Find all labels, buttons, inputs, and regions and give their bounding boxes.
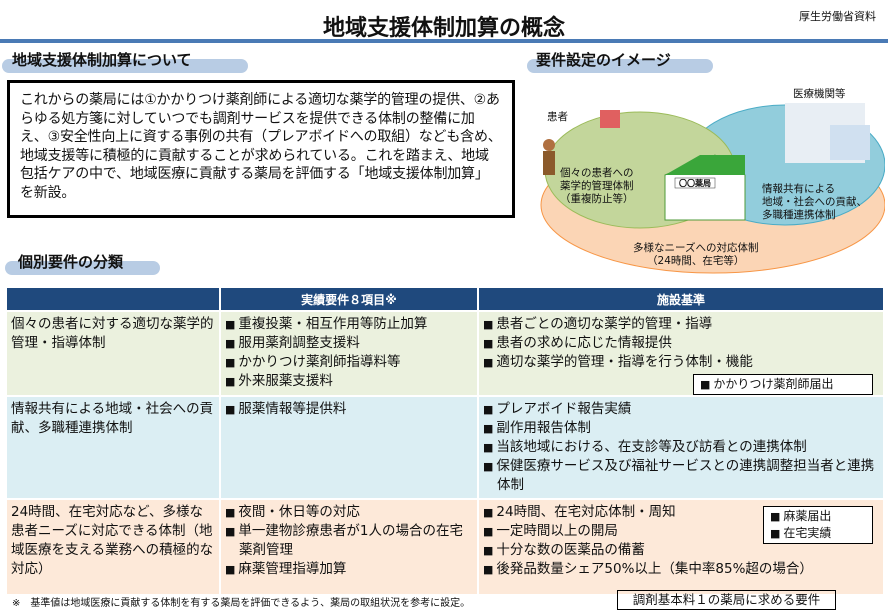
- list-item: 後発品数量シェア50%以上（集中率85%超の場合）: [483, 560, 879, 579]
- pharmacy-sign: 〇〇薬局: [679, 179, 711, 188]
- list-item: 当該地域における、在支診等及び訪看との連携体制: [483, 438, 879, 457]
- list-item: 服用薬剤調整支援料: [225, 334, 473, 353]
- table-row: 個々の患者に対する適切な薬学的管理・指導体制 重複投薬・相互作用等防止加算 服用…: [7, 312, 883, 395]
- list-item: かかりつけ薬剤師届出: [700, 376, 866, 393]
- list-item: プレアボイド報告実績: [483, 400, 879, 419]
- heading-pill: [527, 59, 713, 73]
- category-cell: 情報共有による地域・社会への貢献、多職種連携体制: [7, 397, 219, 498]
- house-icon: [600, 110, 620, 128]
- performance-cell: 重複投薬・相互作用等防止加算 服用薬剤調整支援料 かかりつけ薬剤師指導料等 外来…: [221, 312, 477, 395]
- column-header: [7, 288, 219, 310]
- category-cell: 個々の患者に対する適切な薬学的管理・指導体制: [7, 312, 219, 395]
- list-item: 患者ごとの適切な薬学的管理・指導: [483, 315, 879, 334]
- venn-diagram: [540, 103, 885, 274]
- patient-label: 患者: [547, 111, 568, 123]
- requirements-table: 実績要件８項目※ 施設基準 個々の患者に対する適切な薬学的管理・指導体制 重複投…: [5, 286, 885, 596]
- heading-pill: [5, 261, 160, 275]
- list-item: 保健医療サービス及び福祉サービスとの連携調整担当者と連携体制: [483, 457, 879, 495]
- about-heading: 地域支援体制加算について: [12, 51, 192, 69]
- legend-box: 調剤基本料１の薬局に求める要件: [617, 590, 836, 610]
- list-item: 麻薬届出: [770, 508, 866, 525]
- list-item: 患者の求めに応じた情報提供: [483, 334, 879, 353]
- image-heading: 要件設定のイメージ: [536, 51, 671, 69]
- blue-label: 情報共有による 地域・社会への貢献、 多職種連携体制: [762, 183, 867, 221]
- note-box: かかりつけ薬剤師届出: [693, 374, 873, 395]
- list-item: 一定時間以上の開局: [483, 522, 879, 541]
- column-header: 実績要件８項目※: [221, 288, 477, 310]
- list-item: 麻薬管理指導加算: [225, 560, 473, 579]
- list-item: 在宅実績: [770, 525, 866, 542]
- list-item: かかりつけ薬剤師指導料等: [225, 353, 473, 372]
- table-row: 24時間、在宅対応など、多様な患者ニーズに対応できる体制（地域医療を支える業務へ…: [7, 500, 883, 594]
- facility-cell: プレアボイド報告実績 副作用報告体制 当該地域における、在支診等及び訪看との連携…: [479, 397, 883, 498]
- concept-illustration: 患者 医療機関等 〇〇薬局 個々の患者への 薬学的管理体制 （重複防止等） 情報…: [535, 85, 885, 275]
- list-item: 重複投薬・相互作用等防止加算: [225, 315, 473, 334]
- note-box: 麻薬届出 在宅実績: [763, 506, 873, 544]
- person-icon: [543, 139, 555, 151]
- category-cell: 24時間、在宅対応など、多様な患者ニーズに対応できる体制（地域医療を支える業務へ…: [7, 500, 219, 594]
- list-item: 24時間、在宅対応体制・周知: [483, 503, 879, 522]
- column-header: 施設基準: [479, 288, 883, 310]
- facility-cell: 患者ごとの適切な薬学的管理・指導 患者の求めに応じた情報提供 適切な薬学的管理・…: [479, 312, 883, 395]
- list-item: 服薬情報等提供料: [225, 400, 473, 419]
- title-divider: [0, 39, 888, 43]
- list-item: 外来服薬支援料: [225, 372, 473, 391]
- performance-cell: 服薬情報等提供料: [221, 397, 477, 498]
- list-item: 適切な薬学的管理・指導を行う体制・機能: [483, 353, 879, 372]
- heading-pill: [2, 59, 248, 73]
- green-label: 個々の患者への 薬学的管理体制 （重複防止等）: [560, 167, 634, 205]
- table-header: 実績要件８項目※ 施設基準: [7, 288, 883, 310]
- list-item: 十分な数の医薬品の備蓄: [483, 541, 879, 560]
- performance-cell: 夜間・休日等の対応 単一建物診療患者が1人の場合の在宅薬剤管理 麻薬管理指導加算: [221, 500, 477, 594]
- list-item: 副作用報告体制: [483, 419, 879, 438]
- about-box: これからの薬局には①かかりつけ薬剤師による適切な薬学的管理の提供、②あらゆる処方…: [7, 80, 515, 218]
- list-item: 夜間・休日等の対応: [225, 503, 473, 522]
- orange-label: 多様なニーズへの対応体制 （24時間、在宅等）: [633, 242, 759, 267]
- medical-label: 医療機関等: [793, 88, 846, 100]
- classification-heading: 個別要件の分類: [18, 253, 124, 271]
- about-text: これからの薬局には①かかりつけ薬剤師による適切な薬学的管理の提供、②あらゆる処方…: [20, 92, 502, 201]
- footnote: ※ 基準値は地域医療に貢献する体制を有する薬局を評価できるよう、薬局の取組状況を…: [12, 598, 471, 609]
- facility-cell: 24時間、在宅対応体制・周知 一定時間以上の開局 十分な数の医薬品の備蓄 後発品…: [479, 500, 883, 594]
- page-title: 地域支援体制加算の概念: [322, 16, 565, 41]
- table-row: 情報共有による地域・社会への貢献、多職種連携体制 服薬情報等提供料 プレアボイド…: [7, 397, 883, 498]
- list-item: 単一建物診療患者が1人の場合の在宅薬剤管理: [225, 522, 473, 560]
- source-label: 厚生労働省資料: [799, 10, 876, 23]
